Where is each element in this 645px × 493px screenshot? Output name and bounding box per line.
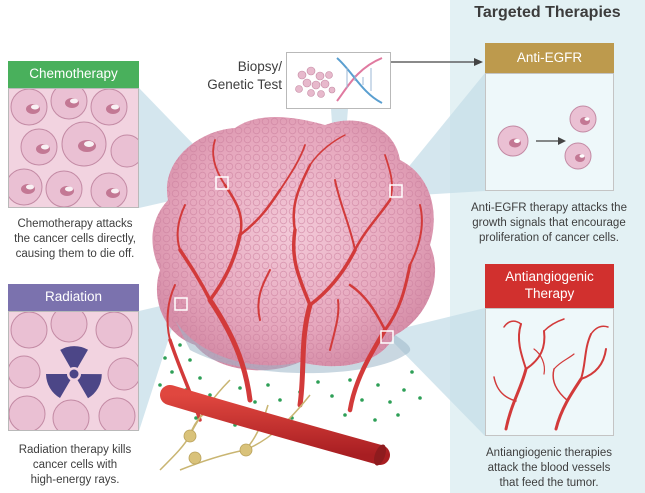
cell-icon — [497, 125, 529, 157]
radiation-panel — [8, 311, 139, 431]
anti-egfr-label: Anti-EGFR — [485, 43, 614, 73]
antiangiogenic-label: Antiangiogenic Therapy — [485, 264, 614, 308]
anti-egfr-caption: Anti-EGFR therapy attacks the growth sig… — [471, 202, 627, 244]
radiation-icon — [46, 346, 102, 399]
radiation-marker — [174, 297, 188, 311]
biopsy-arrow — [391, 58, 483, 66]
radiation-label: Radiation — [8, 284, 139, 311]
biopsy-label: Biopsy/ Genetic Test — [207, 59, 282, 92]
vessel-network-icon — [493, 318, 609, 431]
antiangiogenic-caption: Antiangiogenic therapies attack the bloo… — [486, 447, 612, 489]
biopsy-panel — [286, 52, 391, 109]
chemotherapy-panel — [8, 88, 139, 208]
arrow-icon — [536, 137, 566, 145]
radiation-callout-wedge — [139, 300, 186, 431]
nerve-ganglia — [183, 429, 253, 465]
radiation-caption: Radiation therapy kills cancer cells wit… — [18, 444, 132, 486]
angio-callout-wedge — [387, 308, 485, 436]
antiangiogenic-panel — [485, 308, 614, 436]
chemotherapy-caption: Chemotherapy attacks the cancer cells di… — [14, 218, 136, 260]
egfr-marker — [389, 184, 403, 198]
angio-marker — [380, 330, 394, 344]
artery — [160, 385, 390, 465]
targeted-therapies-title: Targeted Therapies — [474, 4, 621, 21]
chemotherapy-label: Chemotherapy — [8, 61, 139, 88]
chemo-marker — [215, 176, 229, 190]
dividing-cells-icon — [564, 105, 597, 170]
blood-vessels — [166, 134, 423, 422]
anti-egfr-panel — [485, 73, 614, 191]
egfr-callout-wedge — [393, 73, 485, 196]
